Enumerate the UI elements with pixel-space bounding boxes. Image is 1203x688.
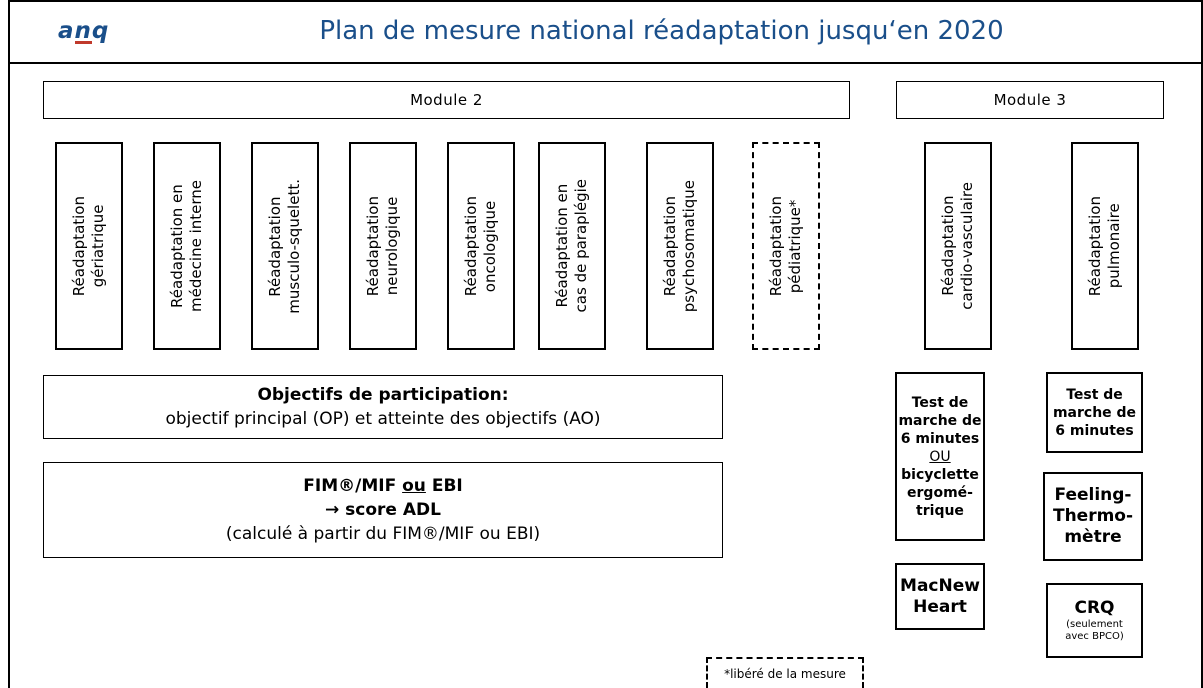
ebi-label: EBI <box>431 476 463 496</box>
text-line: marche de <box>898 412 982 429</box>
score-adl: → score ADL <box>325 500 441 520</box>
module-3-label: Module 3 <box>993 91 1067 109</box>
objectifs-participation-box: Objectifs de participation: objectif pri… <box>43 375 723 439</box>
crq-box: CRQ (seulement avec BPCO) <box>1046 583 1143 658</box>
cardio-test-box: Test de marche de 6 minutes OU bicyclett… <box>895 372 985 541</box>
text-line: Thermo- <box>1052 506 1134 526</box>
footnote-text: *libéré de la mesure <box>724 667 846 681</box>
objectifs-title: Objectifs de participation: <box>257 385 509 405</box>
header-divider <box>8 62 1203 64</box>
text-line: trique <box>916 502 964 519</box>
text-line: (seulement <box>1066 619 1123 630</box>
text-line: marche de <box>1052 404 1137 421</box>
text-line: mètre <box>1064 527 1122 547</box>
text-line: bicyclette <box>901 466 979 483</box>
text-line: 6 minutes <box>1055 422 1134 439</box>
or-label: OU <box>929 448 951 465</box>
fim-ebi-line: FIM®/MIF ou EBI <box>303 474 462 498</box>
text-line: Heart <box>913 596 967 617</box>
fim-ebi-box: FIM®/MIF ou EBI → score ADL (calculé à p… <box>43 462 723 558</box>
footnote: *libéré de la mesure <box>706 657 864 688</box>
module-2-label: Module 2 <box>410 91 483 109</box>
module-3-header: Module 3 <box>896 81 1164 119</box>
slide-frame <box>8 0 1203 688</box>
fim-or: ou <box>402 476 426 496</box>
text-line: Feeling- <box>1054 485 1132 505</box>
pulmo-test-box: Test de marche de 6 minutes <box>1046 372 1143 453</box>
anq-logo: anq <box>58 18 109 44</box>
text-line: Test de <box>911 394 969 411</box>
crq-label: CRQ <box>1074 598 1115 618</box>
fim-label: FIM®/MIF <box>303 476 397 496</box>
feeling-thermometre-box: Feeling- Thermo- mètre <box>1043 472 1143 561</box>
text-line: 6 minutes <box>900 430 980 447</box>
module-2-header: Module 2 <box>43 81 850 119</box>
logo-letter-q: q <box>91 18 110 44</box>
text-line: Test de <box>1066 386 1123 403</box>
text-line: MacNew <box>900 575 980 596</box>
text-line: avec BPCO) <box>1065 631 1124 642</box>
text-line: ergomé- <box>907 484 973 501</box>
page-title: Plan de mesure national réadaptation jus… <box>319 16 1004 46</box>
logo-letter-a: a <box>58 18 75 44</box>
fim-note: (calculé à partir du FIM®/MIF ou EBI) <box>225 524 541 544</box>
macnew-heart-box: MacNew Heart <box>895 563 985 630</box>
logo-letter-n: n <box>74 18 92 44</box>
objectifs-text: objectif principal (OP) et atteinte des … <box>165 409 601 429</box>
